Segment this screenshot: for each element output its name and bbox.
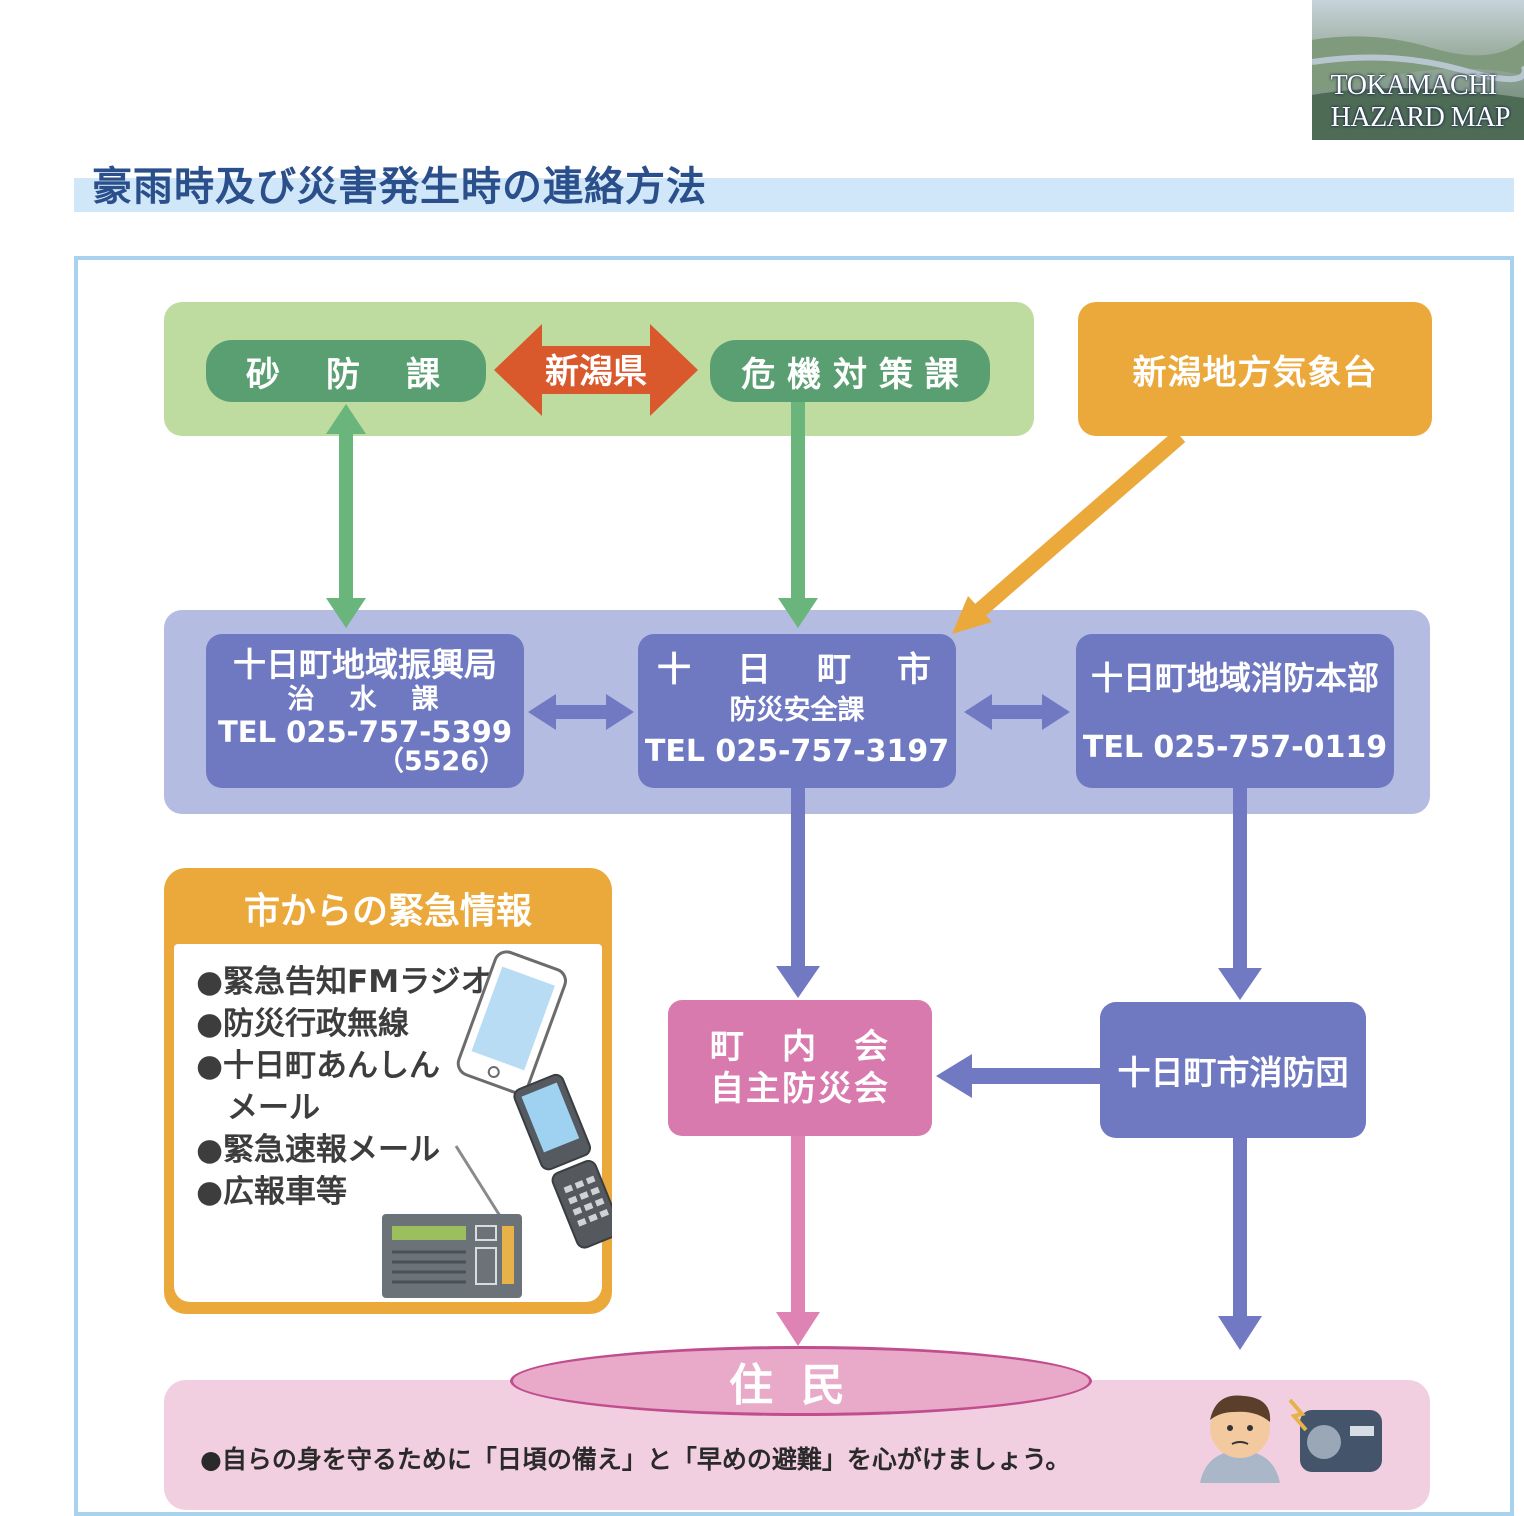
residents-note: ●自らの身を守るために「日頃の備え」と「早めの避難」を心がけましょう。: [200, 1445, 1071, 1474]
residents-ellipse: 住民: [510, 1346, 1092, 1416]
page-title: 豪雨時及び災害発生時の連絡方法: [92, 164, 707, 210]
title-band: [74, 178, 1514, 212]
aerial-photo: [1312, 0, 1524, 140]
flip-phone-icon: [513, 1073, 612, 1249]
regional-office-box: 十日町地域振興局 治 水 課 TEL 025-757-5399 （5526）: [206, 634, 524, 788]
city-firehq-double-arrow: [964, 694, 1070, 730]
fire-hq-name: 十日町地域消防本部: [1090, 659, 1379, 697]
firecorps-neighborhood-arrow: [936, 1054, 1102, 1098]
jma-box: 新潟地方気象台: [1078, 302, 1432, 436]
info-item-fm-radio: ●緊急告知FMラジオ: [196, 964, 492, 1000]
info-item-emergency-mail: ●緊急速報メール: [196, 1132, 441, 1168]
city-office-name: 十 日 町 市: [657, 650, 937, 690]
info-item-bousai-radio: ●防災行政無線: [196, 1006, 410, 1042]
info-item-anshin-mail-cont: メール: [196, 1090, 320, 1126]
jma-city-arrow: [952, 429, 1186, 634]
alert-radio-icon: [1288, 1398, 1382, 1472]
radio-icon: [382, 1145, 522, 1298]
emergency-info-title: 市からの緊急情報: [243, 891, 532, 932]
prefecture-label: 新潟県: [545, 352, 647, 392]
resident-icon: [1200, 1395, 1280, 1483]
cover-label-line2: HAZARD MAP: [1330, 102, 1511, 133]
flow-arrows: 新潟県: [326, 324, 1262, 1350]
city-neighborhood-arrow: [776, 788, 820, 998]
cover-label-line1: TOKAMACHI: [1330, 70, 1498, 101]
sabo-regional-arrow: [326, 404, 366, 628]
city-office-tel: TEL 025-757-3197: [644, 734, 950, 769]
fire-hq-box: 十日町地域消防本部 TEL 025-757-0119: [1076, 634, 1394, 788]
fire-hq-tel: TEL 025-757-0119: [1082, 730, 1388, 765]
cover-label: TOKAMACHI HAZARD MAP: [1330, 70, 1511, 134]
cover-photo: [1312, 0, 1524, 140]
neighborhood-line2: 自主防災会: [710, 1069, 890, 1109]
crisis-section-box: 危 機 対 策 課: [710, 340, 990, 402]
device-illustrations: [382, 950, 612, 1298]
fire-corps-box: 十日町市消防団: [1100, 1002, 1366, 1138]
regional-office-dept: 治 水 課: [287, 684, 443, 715]
regional-office-name: 十日町地域振興局: [233, 645, 497, 684]
regional-office-ext: （5526）: [376, 746, 506, 777]
resident-with-radio-illustration: [1200, 1395, 1382, 1483]
neighborhood-association-box: 町 内 会 自主防災会: [668, 1000, 932, 1136]
smartphone-icon: [456, 950, 567, 1095]
info-item-anshin-mail: ●十日町あんしん: [196, 1048, 441, 1084]
neighborhood-residents-arrow: [776, 1136, 820, 1346]
regional-city-double-arrow: [528, 694, 634, 730]
crisis-city-arrow: [778, 402, 818, 628]
city-office-dept: 防災安全課: [729, 695, 865, 726]
regional-office-tel: TEL 025-757-5399: [217, 715, 513, 749]
prefecture-double-arrow: 新潟県: [494, 324, 698, 416]
sabo-section-box: 砂 防 課: [206, 340, 486, 402]
info-item-pa-car: ●広報車等: [196, 1174, 348, 1210]
neighborhood-line1: 町 内 会: [710, 1027, 890, 1067]
firecorps-residents-arrow: [1218, 1138, 1262, 1350]
city-office-box: 十 日 町 市 防災安全課 TEL 025-757-3197: [638, 634, 956, 788]
firehq-firecorps-arrow: [1218, 788, 1262, 1000]
